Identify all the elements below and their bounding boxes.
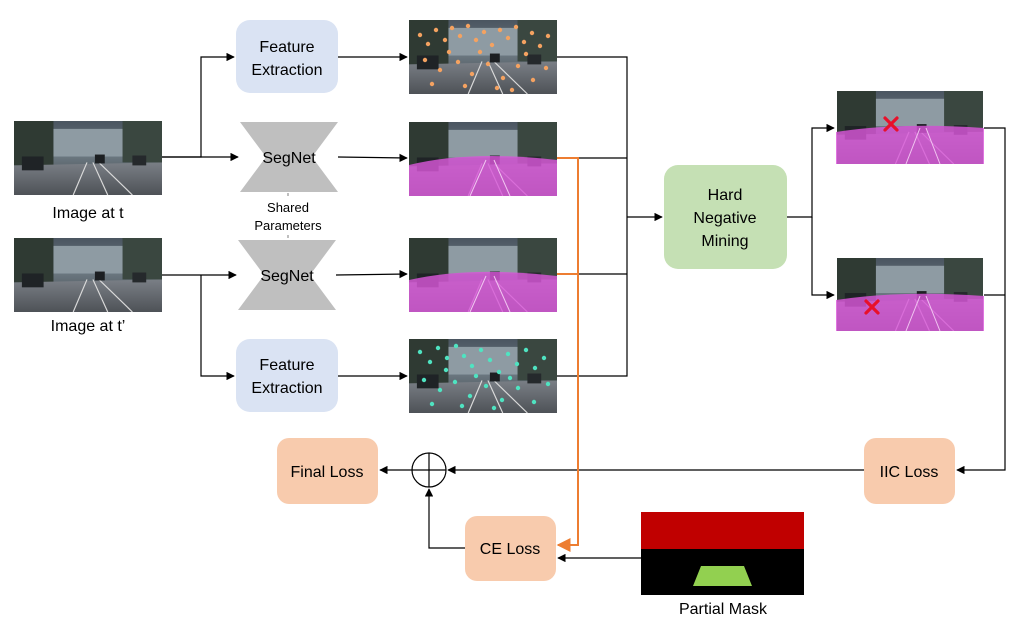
svg-text:Parameters: Parameters: [254, 218, 322, 233]
segmentation-top-image: [409, 122, 557, 197]
segnet-bottom-block: SegNet: [238, 240, 336, 310]
segnet-top-block: SegNet: [240, 122, 338, 192]
svg-text:Hard: Hard: [708, 187, 743, 204]
image-t-label: Image at t: [52, 205, 124, 222]
sum-node-icon: [411, 452, 447, 488]
svg-text:CE Loss: CE Loss: [480, 541, 540, 558]
input-image-t2: [14, 238, 162, 312]
svg-text:SegNet: SegNet: [260, 268, 314, 285]
svg-text:Negative: Negative: [693, 210, 756, 227]
ce-supervision-path: [556, 157, 579, 552]
feature-extraction-bottom-block: Feature Extraction: [236, 339, 338, 412]
red-cross-icon: [883, 116, 899, 132]
connector-lines: [162, 52, 1006, 563]
svg-text:Mining: Mining: [701, 233, 748, 250]
segmentation-bottom-image: [409, 238, 557, 313]
svg-text:Extraction: Extraction: [251, 62, 322, 79]
partial-mask-label: Partial Mask: [679, 601, 768, 618]
shared-parameters-label: Shared Parameters: [254, 199, 322, 233]
svg-text:Shared: Shared: [267, 200, 309, 215]
partial-mask-image: [641, 512, 804, 595]
negative-sample-bottom-image: [836, 258, 984, 332]
negative-sample-top-image: [836, 91, 984, 165]
svg-text:SegNet: SegNet: [262, 150, 316, 167]
feature-map-top-image: [409, 19, 557, 95]
svg-text:IIC Loss: IIC Loss: [880, 464, 939, 481]
svg-text:Extraction: Extraction: [251, 380, 322, 397]
iic-loss-block: IIC Loss: [864, 438, 955, 504]
image-t2-label: Image at t’: [51, 318, 126, 335]
svg-text:Feature: Feature: [259, 357, 314, 374]
svg-text:Feature: Feature: [259, 39, 314, 56]
feature-map-bottom-image: [409, 339, 557, 413]
red-cross-icon: [864, 299, 880, 315]
svg-text:Final Loss: Final Loss: [291, 464, 364, 481]
hard-negative-mining-block: Hard Negative Mining: [664, 165, 787, 269]
input-image-t: [14, 121, 162, 195]
final-loss-block: Final Loss: [277, 438, 378, 504]
feature-extraction-top-block: Feature Extraction: [236, 20, 338, 93]
ce-loss-block: CE Loss: [465, 516, 556, 581]
